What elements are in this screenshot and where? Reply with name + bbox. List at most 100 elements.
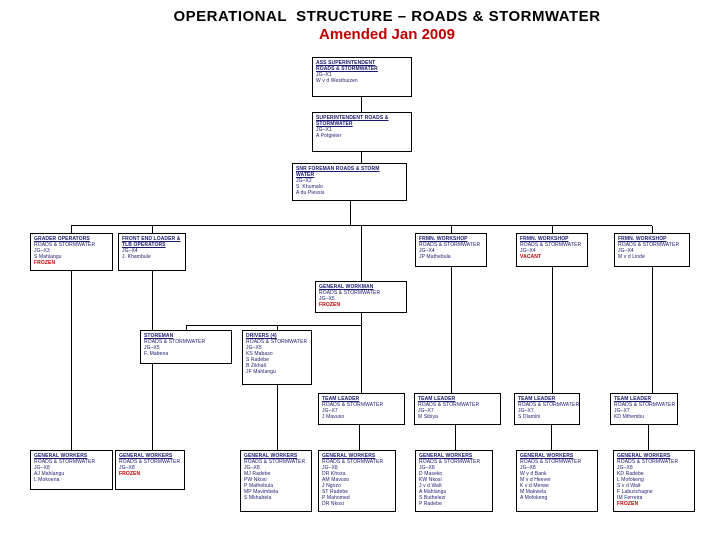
box-line: M v d Heever	[520, 477, 551, 483]
box-line: GENERAL WORKMAN	[319, 284, 374, 290]
status-text: VACANT	[520, 254, 542, 260]
box-line: ROADS & STORMWATER	[322, 459, 384, 465]
box-line: L Mokoena	[34, 477, 60, 483]
box-line: JG–X7	[418, 408, 434, 414]
box-line: JG–X1	[316, 127, 332, 133]
box-line: JG–X8	[34, 465, 50, 471]
box-line: GENERAL WORKERS	[617, 453, 671, 459]
box-line: KW Nkosi	[419, 477, 442, 483]
box-line: IM Ferreira	[617, 495, 643, 501]
box-line: ROADS & STORMWATER	[418, 402, 480, 408]
box-line: F Labuschagne	[617, 489, 653, 495]
box-line: M Sibiya	[418, 414, 438, 420]
box-line: GENERAL WORKERS	[244, 453, 298, 459]
box-line: P Mathebula	[244, 483, 274, 489]
connector-line	[277, 385, 278, 450]
box-line: F. Mabena	[144, 351, 169, 357]
box-line: ROADS & STORMWATER	[419, 242, 481, 248]
box-line: J v d Walt	[419, 483, 442, 489]
box-line: AM Mavuso	[322, 477, 350, 483]
box-line: JP Mathebula	[419, 254, 451, 260]
box-line: PW Nkosi	[244, 477, 267, 483]
box-line: ROADS & STORMWATER	[419, 459, 481, 465]
box-line: ROADS & STORMWATER	[618, 242, 680, 248]
connector-line	[652, 267, 653, 393]
box-line: JG–X5	[144, 345, 160, 351]
connector-line	[277, 325, 278, 330]
box-line: GENERAL WORKERS	[119, 453, 173, 459]
box-line: SUPERINTENDENT ROADS &	[316, 115, 389, 121]
box-line: GENERAL WORKERS	[322, 453, 376, 459]
box-line: S Dlamini	[518, 414, 541, 420]
box-line: L Mofokeng	[617, 477, 644, 483]
box-line: S Radebe	[246, 357, 270, 363]
box-line: ROADS & STORMWATER	[617, 459, 679, 465]
box-line: ROADS & STORMWATER	[614, 402, 676, 408]
box-line: JG–X8	[520, 465, 536, 471]
box-line: SNR FOREMAN ROADS & STORM	[296, 166, 380, 172]
box-line: DR Nkosi	[322, 501, 344, 507]
box-line: JF Mahlangu	[246, 369, 277, 375]
box-line: KD Radebe	[617, 471, 644, 477]
box-line: J Mavuso	[322, 414, 345, 420]
page-title: OPERATIONAL STRUCTURE – ROADS & STORMWAT…	[173, 8, 601, 25]
status-text: FROZEN	[319, 302, 341, 308]
box-line: B Zikhali	[246, 363, 267, 369]
connector-line	[186, 325, 187, 330]
box-line: TEAM LEADER	[614, 396, 652, 402]
box-line: FRONT END LOADER &	[122, 236, 181, 242]
connector-line	[71, 226, 72, 233]
connector-line	[71, 225, 652, 226]
box-line: DRIVERS (4)	[246, 333, 277, 339]
box-line: ASS SUPERINTENDENT	[316, 60, 376, 66]
connector-line	[552, 226, 553, 233]
connector-line	[451, 226, 452, 233]
box-line: ROADS & STORMWATER	[34, 242, 96, 248]
status-text: FROZEN	[617, 501, 639, 507]
status-text: FROZEN	[119, 471, 141, 477]
box-line: ROADS & STORMWATER	[244, 459, 306, 465]
connector-line	[552, 267, 553, 393]
box-line: W v d Westhuizen	[316, 78, 358, 84]
box-line: JG–X4	[419, 248, 435, 254]
box-line: S Mahlangu	[34, 254, 62, 260]
box-line: P Radebe	[419, 501, 442, 507]
box-line: A Potgieter	[316, 133, 342, 139]
box-line: MP Mavimbela	[244, 489, 279, 495]
chart-header: OPERATIONAL STRUCTURE – ROADS & STORMWAT…	[54, 8, 720, 43]
box-line: JG–X2	[296, 178, 312, 184]
box-line: ROADS & STORMWATER	[518, 402, 580, 408]
box-line: JG–X5	[319, 296, 335, 302]
box-line: FRMN. WORKSHOP	[520, 236, 569, 242]
box-line: K v d Merwe	[520, 483, 549, 489]
connector-line	[551, 425, 552, 450]
box-line: JG–X8	[119, 465, 135, 471]
box-line: ST Radebe	[322, 489, 349, 495]
box-line: ROADS & STORMWATER	[322, 402, 384, 408]
box-line: JG–X5	[246, 345, 262, 351]
box-line: ROADS & STORMWATER	[319, 290, 381, 296]
box-line: JG–X1	[316, 72, 332, 78]
box-line: A du Plessis	[296, 190, 325, 196]
box-line: S v d Walt	[617, 483, 641, 489]
box-line: ROADS & STORMWATER	[246, 339, 308, 345]
box-line: TEAM LEADER	[518, 396, 556, 402]
box-line: D Maseko	[419, 471, 443, 477]
status-text: FROZEN	[34, 260, 56, 266]
box-line: JG–X8	[244, 465, 260, 471]
box-line: JG–X7	[322, 408, 338, 414]
box-line: AJ Mahlangu	[34, 471, 65, 477]
connector-line	[71, 271, 72, 450]
box-line: S Buthelezi	[419, 495, 446, 501]
box-line: JG–X7	[614, 408, 630, 414]
box-line: J. Khambule	[122, 254, 151, 260]
page-subtitle: Amended Jan 2009	[319, 26, 455, 43]
